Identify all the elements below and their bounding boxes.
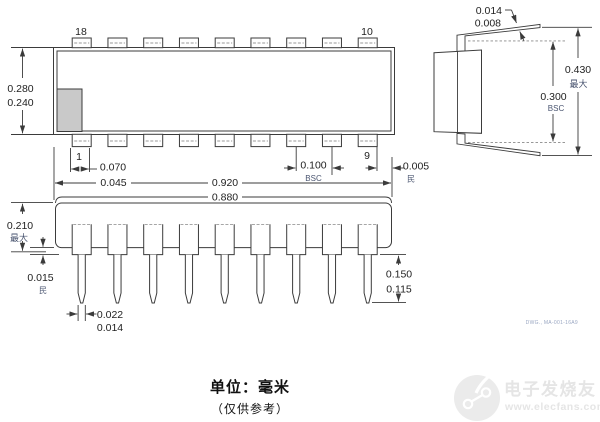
dim-lead-tip-max: 0.022 (97, 309, 123, 321)
dim-lead-length-min: 0.115 (386, 284, 412, 296)
pin-number-10: 10 (361, 26, 373, 38)
lead-shoulder-fill (358, 224, 378, 255)
pin1-marker (56, 88, 83, 132)
end-view: 0.014 0.008 0.300 BSC 0.430 最大 (433, 5, 592, 157)
top-view-pins-top-row (71, 37, 378, 49)
dip-pin-bottom (214, 133, 235, 148)
dim-length-min-line (55, 196, 392, 204)
dip-pin-bottom (107, 133, 128, 148)
lead-pin (77, 254, 86, 304)
dim-body-width-min: 0.240 (7, 97, 33, 109)
lead-pin (220, 254, 229, 304)
lead-shoulder-fill (179, 224, 199, 255)
dim-standoff-value: 0.015 (27, 272, 53, 284)
dim-standoff (30, 237, 59, 265)
lead-shoulder-fill (286, 224, 306, 255)
lead-shoulder-fill (322, 224, 342, 255)
top-view-pins-bottom-row (71, 133, 378, 148)
dim-edge-overhang-qualifier: 民 (407, 175, 415, 184)
pin-number-9: 9 (364, 150, 370, 162)
dip-pin-bottom (286, 133, 307, 148)
lead-pin (184, 254, 194, 304)
dim-row-spacing-value: 0.300 (540, 91, 566, 103)
dim-length-max-value: 0.920 (212, 177, 238, 189)
elecfans-watermark: 电子发烧友 www.elecfans.com (454, 371, 600, 421)
dim-pitch-qualifier: BSC (305, 174, 322, 183)
dim-height (11, 202, 53, 253)
dip-pin-bottom (143, 133, 164, 148)
dim-height-max: 0.210 (7, 220, 33, 232)
dip-pin-bottom (250, 133, 271, 148)
dim-row-spacing-qualifier: BSC (548, 104, 565, 113)
dim-lead-thickness (505, 9, 526, 42)
dim-lead-tip-width (66, 305, 97, 321)
dim-body-width (11, 47, 53, 135)
dim-edge-overhang-value: 0.005 (403, 161, 429, 173)
front-view-leads (71, 224, 378, 304)
front-view: 0.210 最大 0.015 民 0.150 0.115 0.022 0.014 (7, 202, 412, 334)
dip-pin-bottom (178, 133, 199, 148)
dip-pin-bottom (71, 133, 92, 148)
watermark-site: www.elecfans.com (504, 401, 600, 413)
dim-pin-width-value: 0.070 (100, 162, 126, 174)
lead-shoulder-fill (250, 224, 270, 255)
dim-body-width-max: 0.280 (7, 83, 33, 95)
dim-lead-length-max: 0.150 (386, 269, 412, 281)
dim-lead-tip-min: 0.014 (97, 322, 123, 334)
lead-shoulder-fill (143, 224, 163, 255)
dim-pitch-value: 0.100 (300, 160, 326, 172)
lead-pin (292, 254, 301, 304)
lead-pin (149, 254, 158, 304)
lead-pin (113, 254, 122, 304)
units-note: （仅供参考） (210, 402, 289, 416)
dim-edge-overhang (365, 147, 404, 171)
pin-number-1: 1 (76, 151, 82, 163)
dim-overall-width-qualifier: 最大 (569, 78, 587, 89)
units-title: 单位：毫米 (209, 379, 290, 396)
dim-lead-thickness-max: 0.014 (476, 5, 502, 17)
dim-lead-length (372, 254, 406, 304)
lead-shoulder-fill (72, 224, 92, 255)
dip-pin-bottom (357, 133, 378, 148)
end-view-bottom-lead (456, 132, 541, 157)
dim-length-min-value: 0.880 (212, 192, 238, 204)
dim-edge-gap-value: 0.045 (100, 177, 126, 189)
dim-overall-width (542, 26, 592, 157)
top-view: 18 10 1 9 0.280 0.240 0.070 (7, 26, 429, 204)
lead-shoulder-fill (107, 224, 127, 255)
dip-pin-bottom (321, 133, 342, 148)
dim-lead-thickness-min: 0.008 (475, 18, 501, 30)
lead-shoulder-fill (215, 224, 235, 255)
top-view-body-outer (53, 47, 395, 135)
watermark-brand: 电子发烧友 (504, 379, 597, 399)
dim-pitch (284, 147, 344, 175)
drawing-reference: DWG., MA-001-16A9 (526, 320, 578, 326)
dim-pin-width (70, 148, 97, 172)
dim-standoff-qualifier: 民 (39, 286, 47, 295)
lead-pin (256, 254, 265, 304)
pin-number-18: 18 (75, 26, 87, 38)
lead-pin (327, 254, 337, 304)
dim-overall-width-max: 0.430 (565, 64, 591, 76)
dim-overall-length (53, 147, 393, 200)
dim-height-qualifier: 最大 (10, 232, 28, 243)
units-caption: 单位：毫米 （仅供参考） (150, 376, 350, 417)
lead-pin (363, 254, 372, 304)
